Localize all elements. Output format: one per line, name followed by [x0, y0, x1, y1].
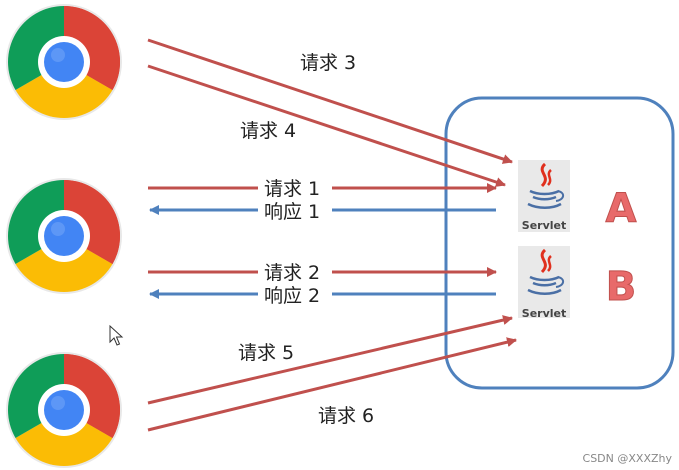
label-response-2: 响应 2 [264, 285, 320, 307]
arrow-request-3 [147, 38, 513, 164]
arrow-request-5 [147, 315, 513, 405]
arrow-request-6 [147, 337, 517, 432]
server-letter-b: B [606, 264, 637, 310]
server-container [444, 96, 675, 390]
servlet-b-label: Servlet [522, 307, 566, 320]
arrow-request-4 [147, 64, 506, 187]
label-request-6: 请求 6 [318, 405, 374, 427]
chrome-icon [4, 176, 123, 296]
watermark: CSDN @XXXZhy [583, 452, 673, 465]
server-letter-a: A [606, 186, 637, 232]
label-request-5: 请求 5 [238, 342, 294, 364]
label-request-3: 请求 3 [300, 52, 356, 74]
label-request-1: 请求 1 [264, 178, 320, 200]
servlet-a-label: Servlet [522, 219, 566, 232]
mouse-cursor-icon [109, 324, 124, 346]
label-request-4: 请求 4 [240, 120, 296, 142]
chrome-icon [4, 350, 123, 470]
servlet-b: Servlet [518, 246, 570, 320]
servlet-a: Servlet [518, 160, 570, 232]
label-request-2: 请求 2 [264, 262, 320, 284]
chrome-icon [4, 2, 123, 122]
label-response-1: 响应 1 [264, 201, 320, 223]
